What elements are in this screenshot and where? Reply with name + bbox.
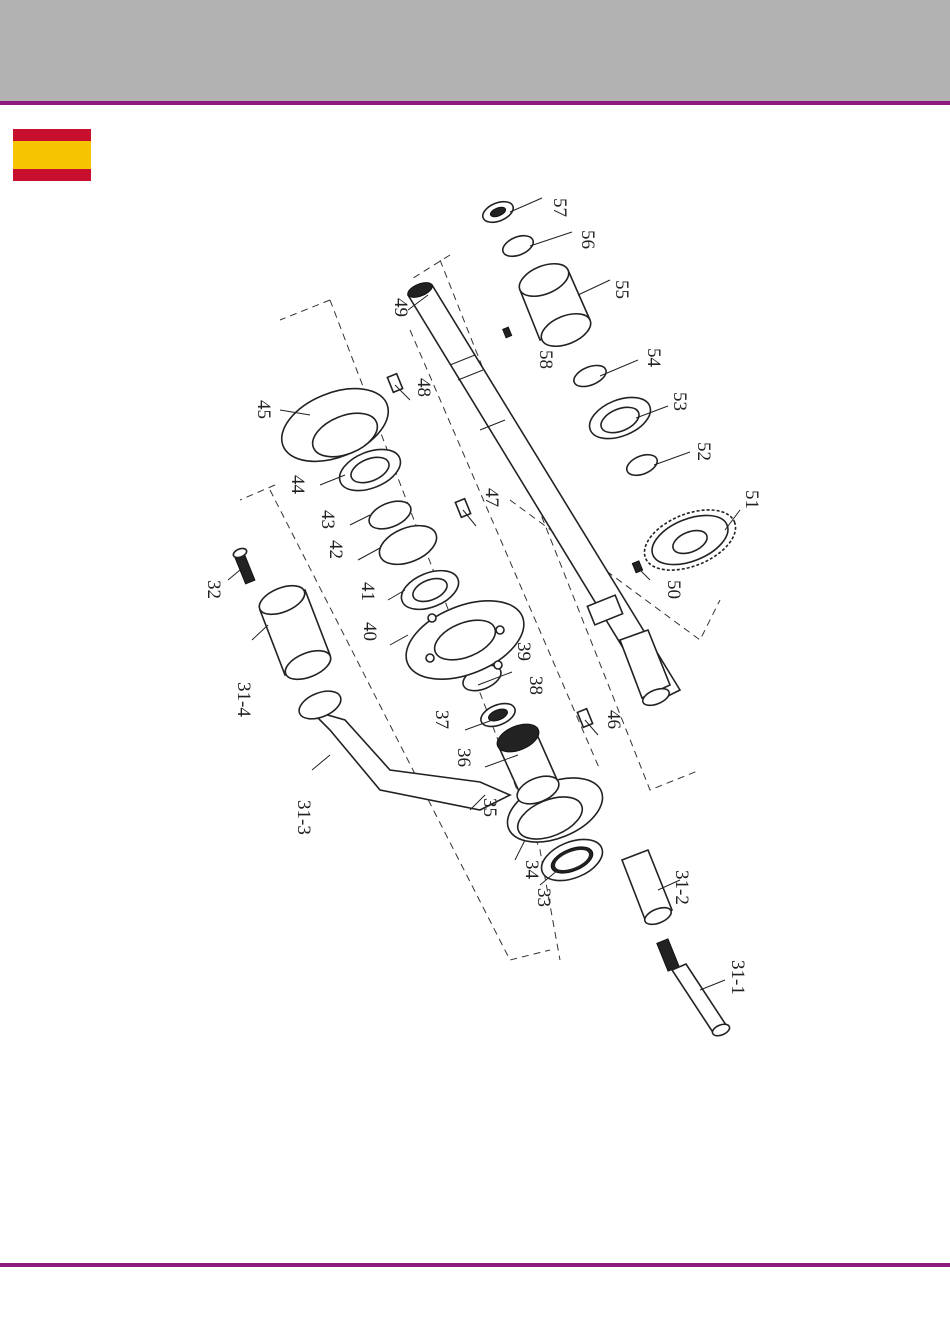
label-37: 37: [431, 710, 452, 729]
label-36: 36: [453, 748, 474, 767]
label-48: 48: [413, 378, 434, 397]
label-49: 49: [390, 298, 411, 317]
part-32-screw: [232, 547, 255, 584]
label-31-1: 31-1: [727, 960, 748, 995]
label-32: 32: [203, 580, 224, 599]
label-40: 40: [359, 622, 380, 641]
label-38: 38: [525, 676, 546, 695]
footer-rule: [0, 1263, 950, 1267]
label-53: 53: [669, 392, 690, 411]
label-41: 41: [357, 582, 378, 601]
label-31-4: 31-4: [233, 682, 254, 717]
part-31-1-bolt: [657, 939, 731, 1038]
label-54: 54: [643, 348, 664, 368]
label-56: 56: [577, 230, 598, 249]
part-54-circlip: [571, 361, 609, 390]
label-51: 51: [741, 490, 762, 509]
label-50: 50: [663, 580, 684, 599]
exploded-parts-diagram: 57 56 55 58 54 53 52 51 50 49 48 47 46 4…: [180, 170, 800, 1050]
flag-red-stripe-top: [13, 129, 91, 141]
parts-diagram-svg: 57 56 55 58 54 53 52 51 50 49 48 47 46 4…: [180, 170, 800, 1050]
label-46: 46: [603, 710, 624, 729]
label-42: 42: [325, 540, 346, 559]
part-31-2-sleeve: [622, 850, 674, 928]
label-39: 39: [513, 642, 534, 661]
label-52: 52: [693, 442, 714, 461]
label-43: 43: [317, 510, 338, 529]
label-45: 45: [253, 400, 274, 419]
part-51-gear: [636, 498, 744, 582]
part-58-pin: [503, 327, 512, 338]
part-48-key: [387, 374, 402, 393]
label-47: 47: [481, 488, 502, 507]
part-47-key: [455, 499, 470, 518]
label-35: 35: [479, 798, 500, 817]
label-44: 44: [287, 475, 308, 495]
label-57: 57: [549, 198, 570, 217]
part-31-4-cylinder: [255, 580, 334, 685]
part-46-key: [577, 709, 592, 728]
part-31-3-handle-arm: [295, 686, 510, 810]
part-55-pinion: [515, 257, 596, 352]
spain-flag-icon: [13, 129, 91, 181]
label-31-2: 31-2: [671, 870, 692, 905]
part-53-bearing: [584, 389, 657, 446]
header-band: [0, 0, 950, 105]
label-58: 58: [535, 350, 556, 369]
label-33: 33: [533, 888, 554, 907]
label-34: 34: [521, 860, 542, 880]
flag-red-stripe-bottom: [13, 169, 91, 181]
label-31-3: 31-3: [293, 800, 314, 835]
label-55: 55: [611, 280, 632, 299]
flag-yellow-stripe: [13, 141, 91, 169]
